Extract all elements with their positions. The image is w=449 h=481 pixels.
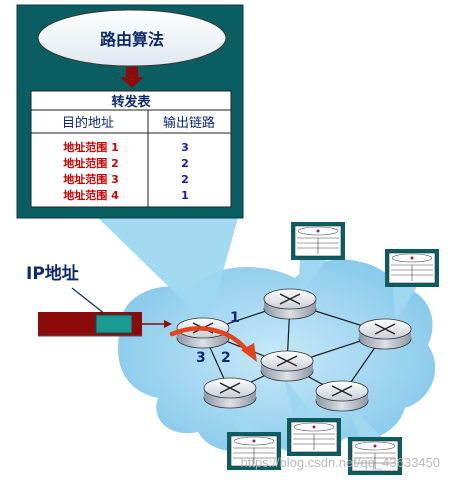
- table-row-link: 1: [181, 189, 189, 202]
- ip-address-label: IP地址: [26, 263, 79, 284]
- forwarding-arrow-head: [241, 343, 257, 362]
- mini-table-bottom-center: [286, 417, 342, 457]
- col-header-destination: 目的地址: [62, 115, 114, 131]
- router-center[interactable]: [260, 350, 314, 382]
- col-header-output-link: 输出链路: [163, 115, 215, 131]
- port-label-3: 3: [196, 350, 206, 366]
- down-arrow-shaft: [126, 67, 138, 77]
- forwarding-table-title: 转发表: [111, 94, 151, 110]
- table-row-dest: 地址范围 2: [63, 156, 118, 170]
- callout-beam-main: [98, 218, 238, 325]
- table-row-dest: 地址范围 4: [63, 188, 119, 202]
- packet-to-router-head: [164, 320, 172, 328]
- forwarding-arrow: [169, 326, 251, 355]
- down-arrow-head: [120, 77, 144, 88]
- forwarding-table: [30, 90, 232, 208]
- port-label-1: 1: [230, 310, 240, 326]
- port-label-2: 2: [221, 350, 231, 366]
- table-row-link: 2: [181, 157, 189, 170]
- ip-packet: [38, 312, 142, 337]
- routing-algorithm-oval[interactable]: [37, 9, 227, 67]
- watermark: https://blog.csdn.net/qq_43633450: [241, 455, 441, 470]
- router-lower-right[interactable]: [315, 380, 369, 412]
- table-row-link: 2: [181, 173, 189, 186]
- router-right[interactable]: [358, 318, 412, 350]
- mini-table-top: [290, 221, 346, 261]
- mini-table-right: [384, 248, 440, 288]
- table-row-link: 3: [181, 141, 189, 154]
- router-lower-left[interactable]: [203, 377, 257, 409]
- router-top[interactable]: [263, 288, 317, 320]
- table-row-dest: 地址范围 3: [63, 172, 118, 186]
- table-row-dest: 地址范围 1: [63, 140, 118, 154]
- forwarding-table-rows: 地址范围 1 3 地址范围 2 2 地址范围 3 2 地址范围 4 1: [63, 140, 189, 202]
- routing-algorithm-label: 路由算法: [100, 30, 164, 49]
